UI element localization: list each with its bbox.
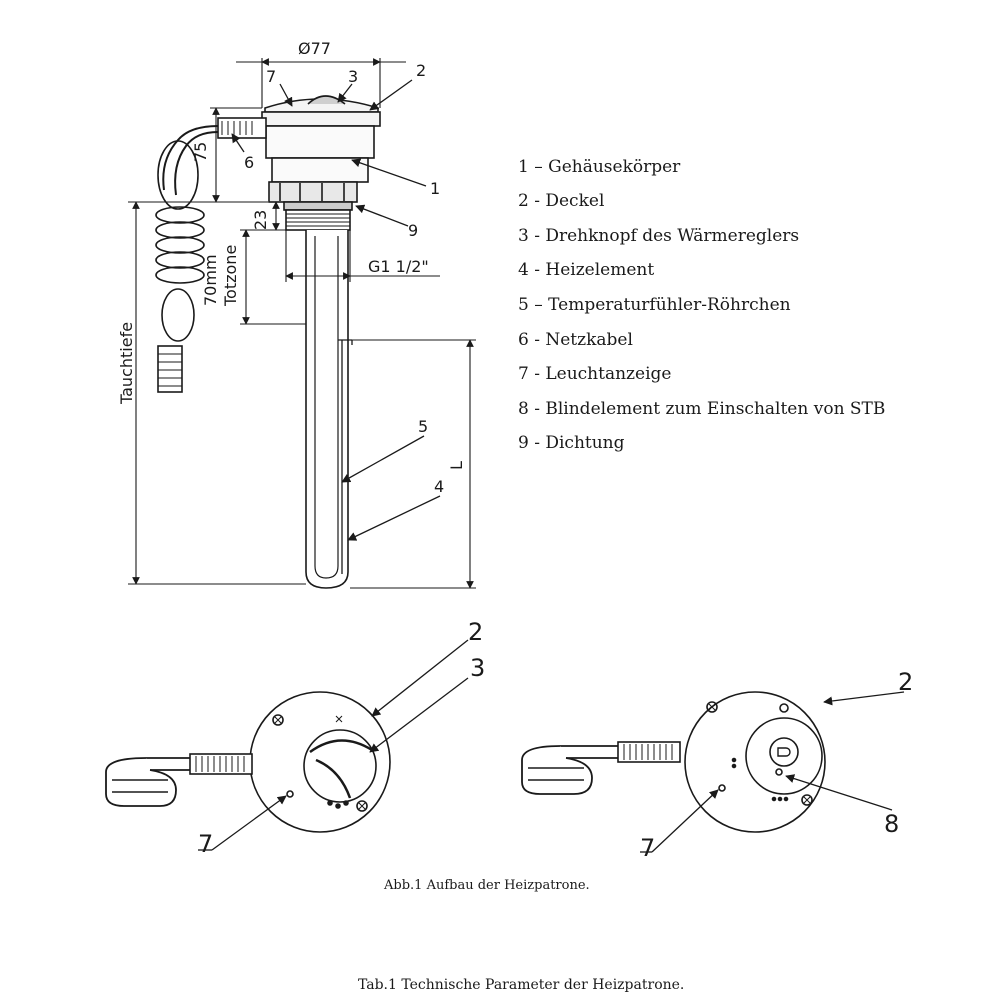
- callout-2-top-right: 2: [898, 668, 913, 696]
- callout-3-top-left: 3: [470, 654, 485, 682]
- top-view-without-cover: [521, 691, 905, 853]
- dim-length: L: [447, 461, 466, 470]
- cover: [261, 95, 381, 127]
- indicator-lamp-2: [718, 784, 726, 792]
- callout-7-top-right: 7: [640, 834, 655, 862]
- callout-1-side: 1: [430, 179, 440, 198]
- table-caption: Tab.1 Technische Parameter der Heizpatro…: [358, 977, 684, 993]
- figure-caption: Abb.1 Aufbau der Heizpatrone.: [383, 878, 590, 893]
- power-cable: [155, 117, 267, 393]
- side-view: [128, 58, 476, 589]
- legend-item-5: 5 – Temperaturfühler-Röhrchen: [518, 295, 791, 315]
- thread-and-seal: [283, 201, 353, 231]
- dim-height-23: 23: [251, 210, 270, 230]
- callout-7-side: 7: [266, 67, 276, 86]
- legend: 1 – Gehäusekörper 2 - Deckel 3 - Drehkno…: [518, 157, 885, 453]
- legend-item-7: 7 - Leuchtanzeige: [518, 364, 671, 384]
- callout-7-top-left: 7: [198, 830, 213, 858]
- callout-5-side: 5: [418, 417, 428, 436]
- callout-3-side: 3: [348, 67, 358, 86]
- legend-item-4: 4 - Heizelement: [518, 260, 654, 280]
- callout-8-top-right: 8: [884, 810, 899, 838]
- legend-item-3: 3 - Drehknopf des Wärmereglers: [518, 226, 799, 246]
- dimension-lines: [128, 58, 476, 589]
- legend-item-9: 9 - Dichtung: [518, 433, 625, 453]
- callout-6-side: 6: [244, 153, 254, 172]
- knob: [303, 729, 377, 803]
- dim-height-75: 75: [191, 142, 210, 162]
- dim-cold-zone-mm: 70mm: [201, 254, 220, 306]
- top-view-with-cover: [105, 639, 469, 851]
- legend-item-6: 6 - Netzkabel: [518, 330, 633, 350]
- callout-2-top-left: 2: [468, 618, 483, 646]
- dim-diameter: Ø77: [298, 39, 331, 58]
- callout-2-side: 2: [416, 61, 426, 80]
- heating-element: [305, 230, 349, 589]
- sensor-tube: [338, 339, 353, 574]
- indicator-lamp: [286, 790, 294, 798]
- dim-cold-zone-word: Totzone: [221, 245, 240, 307]
- blind-element: [775, 768, 783, 776]
- callout-9-side: 9: [408, 221, 418, 240]
- callout-4-side: 4: [434, 477, 444, 496]
- legend-item-1: 1 – Gehäusekörper: [518, 157, 681, 177]
- dim-thread: G1 1/2": [368, 257, 429, 276]
- dim-immersion-depth: Tauchtiefe: [117, 322, 136, 405]
- legend-item-2: 2 - Deckel: [518, 191, 604, 211]
- housing-body: [265, 125, 375, 203]
- leader-lines: [231, 79, 441, 541]
- legend-item-8: 8 - Blindelement zum Einschalten von STB: [518, 399, 885, 419]
